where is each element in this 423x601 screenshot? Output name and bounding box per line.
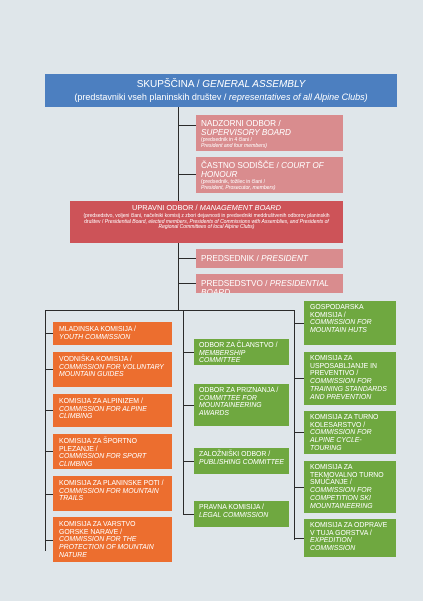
management-board-title: UPRAVNI ODBOR / MANAGEMENT BOARD [132, 203, 281, 212]
connector-center-1 [183, 352, 194, 353]
connector-center-4 [183, 514, 194, 515]
connector-horizontal-bus [45, 310, 295, 311]
connector-right-1 [294, 323, 304, 324]
connector-right-5 [294, 538, 304, 539]
connector-main-mid [178, 243, 179, 310]
left-commission-2: VODNIŠKA KOMISIJA / COMMISSION FOR VOLUN… [53, 352, 172, 387]
connector-left-6 [45, 540, 53, 541]
supervisory-board-box: NADZORNI ODBOR / SUPERVISORY BOARD (pred… [196, 115, 343, 151]
connector-presidential [178, 283, 196, 284]
connector-left-5 [45, 494, 53, 495]
left-commission-5: KOMISIJA ZA PLANINSKE POTI / COMMISSION … [53, 476, 172, 511]
connector-center-2 [183, 405, 194, 406]
connector-left-3 [45, 410, 53, 411]
management-board-subtitle: (predsedstvo, voljeni člani, načelniki k… [83, 213, 330, 231]
left-commission-1: MLADINSKA KOMISIJA / YOUTH COMMISSION [53, 322, 172, 345]
connector-left-1 [45, 333, 53, 334]
left-commission-3: KOMISIJA ZA ALPINIZEM / COMMISSION FOR A… [53, 394, 172, 427]
president-label: PREDSEDNIK / PRESIDENT [201, 254, 308, 263]
center-committee-4: PRAVNA KOMISIJA / LEGAL COMMISSION [194, 501, 289, 527]
presidential-board-box: PREDSEDSTVO / PRESIDENTIAL BOARD [196, 274, 343, 293]
management-board-box: UPRAVNI ODBOR / MANAGEMENT BOARD (predse… [70, 201, 343, 243]
right-commission-3: KOMISIJA ZA TURNO KOLESARSTVO / COMMISSI… [304, 411, 396, 454]
connector-right-vertical [294, 310, 295, 540]
left-commission-6: KOMISIJA ZA VARSTVO GORSKE NARAVE / COMM… [53, 517, 172, 562]
court-of-honour-subtitle: (predsednik, tožilec in člani /President… [201, 179, 276, 192]
center-committee-3: ZALOŽNIŠKI ODBOR / PUBLISHING COMMITTEE [194, 448, 289, 474]
general-assembly-box: SKUPŠČINA / GENERAL ASSEMBLY (predstavni… [45, 74, 397, 107]
connector-supervisory [178, 125, 196, 126]
right-commission-5: KOMISIJA ZA ODPRAVE V TUJA GORSTVA / EXP… [304, 519, 396, 557]
general-assembly-subtitle: (predstavniki vseh planinskih društev / … [74, 92, 368, 103]
presidential-board-label: PREDSEDSTVO / PRESIDENTIAL BOARD [201, 279, 329, 293]
connector-president [178, 258, 196, 259]
connector-center-3 [183, 461, 194, 462]
connector-left-4 [45, 451, 53, 452]
connector-main-top [178, 107, 179, 201]
connector-right-2 [294, 378, 304, 379]
president-box: PREDSEDNIK / PRESIDENT [196, 249, 343, 268]
connector-honour [178, 174, 196, 175]
court-of-honour-box: ČASTNO SODIŠČE / COURT OF HONOUR (predse… [196, 157, 343, 193]
connector-right-4 [294, 487, 304, 488]
supervisory-board-subtitle: (predsednik in 4 člani /President and fo… [201, 137, 267, 150]
center-committee-1: ODBOR ZA ČLANSTVO / MEMBERSHIP COMMITTEE [194, 339, 289, 365]
court-of-honour-title: ČASTNO SODIŠČE / COURT OF HONOUR [201, 161, 324, 180]
center-committee-2: ODBOR ZA PRIZNANJA / COMMITTEE FOR MOUNT… [194, 384, 289, 426]
right-commission-2: KOMISIJA ZA USPOSABLJANJE IN PREVENTIVO … [304, 352, 396, 405]
right-commission-4: KOMISIJA ZA TEKMOVALNO TURNO SMUČANJE / … [304, 461, 396, 513]
left-commission-4: KOMISIJA ZA ŠPORTNO PLEZANJE / COMMISSIO… [53, 434, 172, 469]
connector-right-3 [294, 432, 304, 433]
right-commission-1: GOSPODARSKA KOMISIJA / COMMISSION FOR MO… [304, 301, 396, 345]
connector-left-vertical [45, 310, 46, 551]
supervisory-board-title: NADZORNI ODBOR / SUPERVISORY BOARD [201, 119, 291, 138]
connector-left-2 [45, 369, 53, 370]
general-assembly-title: SKUPŠČINA / GENERAL ASSEMBLY [136, 79, 306, 90]
connector-center-vertical [183, 310, 184, 515]
